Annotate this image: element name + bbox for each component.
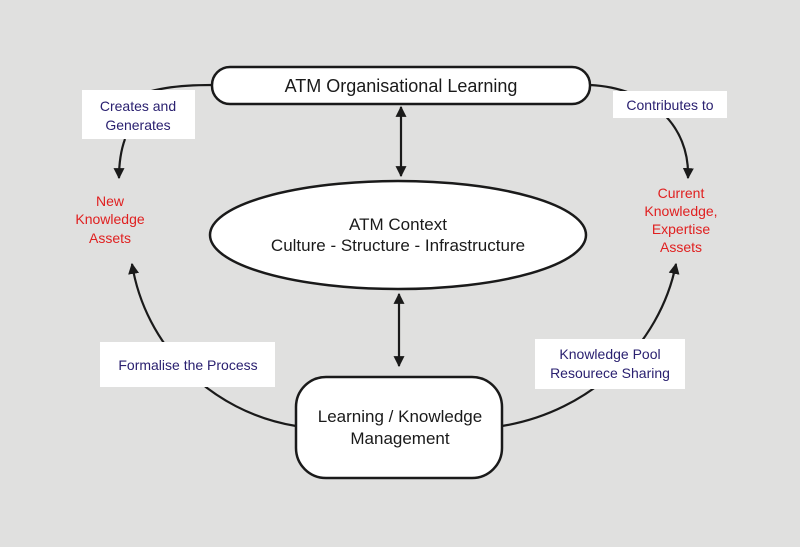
asset-line: Assets: [89, 230, 131, 246]
new-knowledge-assets: New Knowledge Assets: [75, 193, 144, 246]
label-contributes-to: Contributes to: [613, 91, 727, 118]
node-title: ATM Context: [349, 215, 447, 234]
label-knowledge-pool: Knowledge Pool Resourece Sharing: [535, 339, 685, 389]
node-atm-organisational-learning: ATM Organisational Learning: [210, 65, 592, 106]
node-atm-context: ATM Context Culture - Structure - Infras…: [208, 179, 588, 291]
label-line: Knowledge Pool: [559, 346, 660, 362]
node-learning-knowledge-management: Learning / Knowledge Management: [294, 375, 504, 480]
asset-line: Expertise: [652, 221, 711, 237]
asset-line: New: [96, 193, 125, 209]
label-creates-generates: Creates and Generates: [82, 90, 195, 139]
asset-line: Assets: [660, 239, 702, 255]
label-line: Contributes to: [626, 97, 713, 113]
label-line: Generates: [105, 117, 170, 133]
node-subtitle: Culture - Structure - Infrastructure: [271, 236, 525, 255]
label-line: Formalise the Process: [118, 357, 257, 373]
node-title: Learning / Knowledge: [318, 407, 482, 426]
label-line: Resourece Sharing: [550, 365, 670, 381]
arrow-to-new-assets: [113, 138, 127, 180]
label-line: Creates and: [100, 98, 176, 114]
asset-line: Knowledge: [75, 211, 144, 227]
node-title: ATM Organisational Learning: [285, 76, 518, 96]
node-title-2: Management: [350, 429, 450, 448]
asset-line: Current: [658, 185, 705, 201]
current-knowledge-assets: Current Knowledge, Expertise Assets: [644, 185, 717, 255]
asset-line: Knowledge,: [644, 203, 717, 219]
label-formalise-process: Formalise the Process: [100, 342, 275, 387]
